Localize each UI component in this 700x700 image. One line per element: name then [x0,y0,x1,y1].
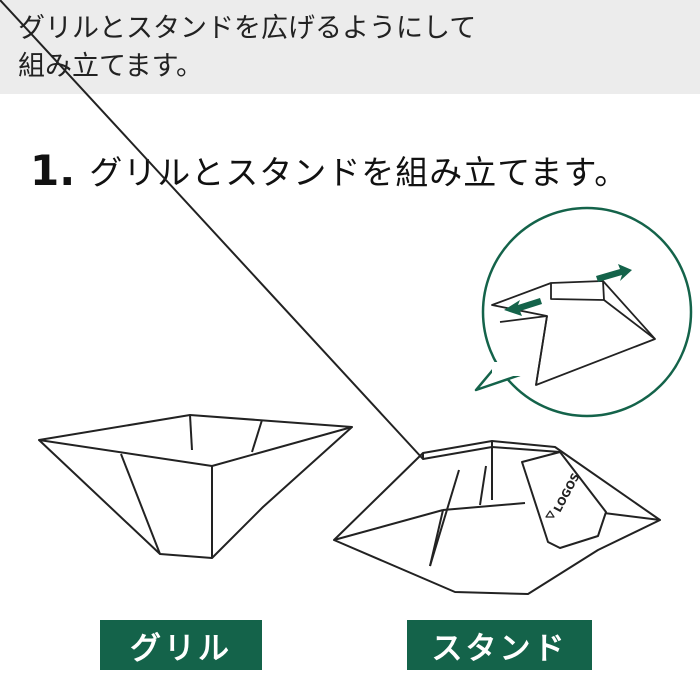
expand-arrows [504,264,632,316]
stand-label: スタンド [407,620,592,670]
step-heading: 1. グリルとスタンドを組み立てます。 [30,140,690,200]
step-title: グリルとスタンドを組み立てます。 [89,153,629,192]
grill-illustration [38,414,353,559]
step-number: 1. [30,145,76,195]
instruction-line-2: 組み立てます。 [18,51,203,82]
stand-illustration: LOGOS [0,0,661,595]
grill-label: グリル [100,620,262,670]
detail-callout [474,206,693,418]
instruction-banner: グリルとスタンドを広げるようにして 組み立てます。 [0,0,700,94]
instruction-line-1: グリルとスタンドを広げるようにして [18,13,477,44]
